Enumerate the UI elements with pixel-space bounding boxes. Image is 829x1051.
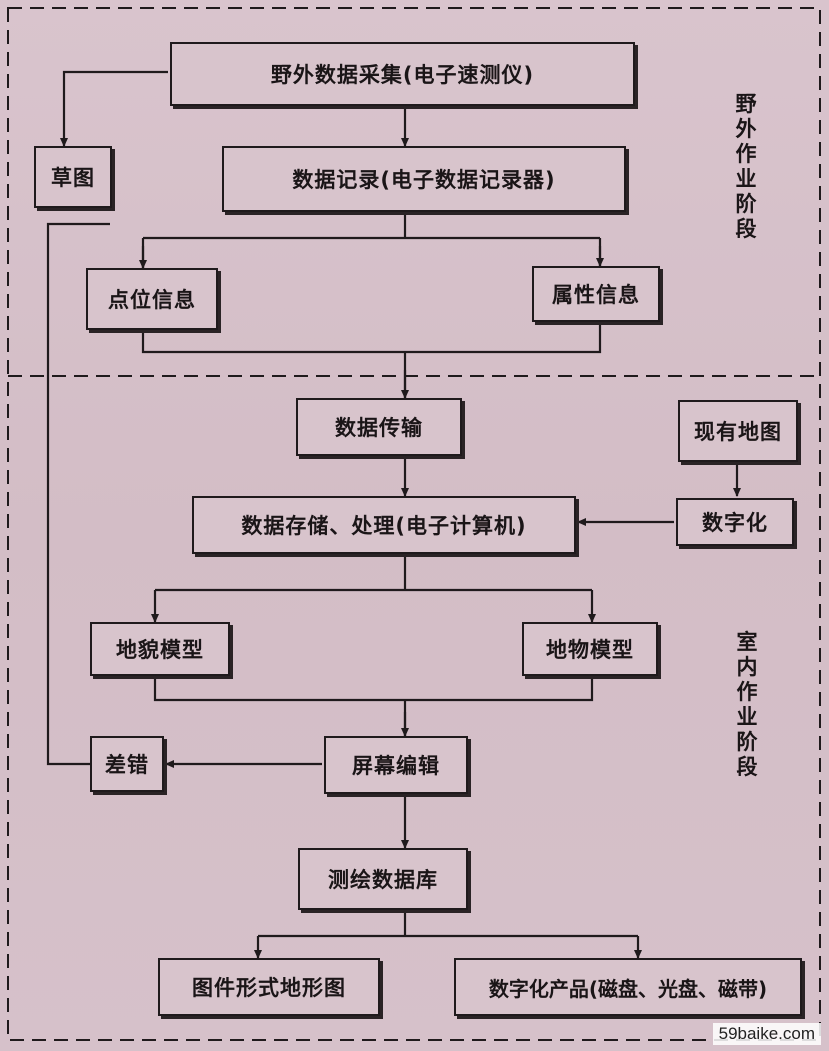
node-digital-product: 数字化产品(磁盘、光盘、磁带) [454, 958, 802, 1016]
watermark: 59baike.com [712, 1023, 821, 1045]
branch-db [258, 910, 638, 938]
node-data-record: 数据记录(电子数据记录器) [222, 146, 626, 212]
node-existing-map: 现有地图 [678, 400, 798, 462]
node-feature-model: 地物模型 [522, 622, 658, 676]
node-screen-edit: 屏幕编辑 [324, 736, 468, 794]
stage-frame [7, 7, 821, 1041]
node-graphic-map: 图件形式地形图 [158, 958, 380, 1016]
merge-models [153, 676, 594, 736]
arrow-to-sketch [60, 70, 168, 147]
merge-info [141, 322, 602, 398]
branch-storage [155, 554, 592, 592]
branch-record [141, 214, 602, 268]
node-data-transfer: 数据传输 [296, 398, 462, 456]
node-sketch: 草图 [34, 146, 112, 208]
node-error: 差错 [90, 736, 164, 792]
stage-label-indoor: 室内作业阶段 [736, 630, 758, 779]
node-field-collection: 野外数据采集(电子速测仪) [170, 42, 635, 106]
node-survey-db: 测绘数据库 [298, 848, 468, 910]
node-point-info: 点位信息 [86, 268, 218, 330]
node-digitize: 数字化 [676, 498, 794, 546]
line-left-loop [46, 222, 110, 766]
node-storage-processing: 数据存储、处理(电子计算机) [192, 496, 576, 554]
node-attribute-info: 属性信息 [532, 266, 660, 322]
stage-label-field: 野外作业阶段 [735, 92, 757, 241]
node-terrain-model: 地貌模型 [90, 622, 230, 676]
